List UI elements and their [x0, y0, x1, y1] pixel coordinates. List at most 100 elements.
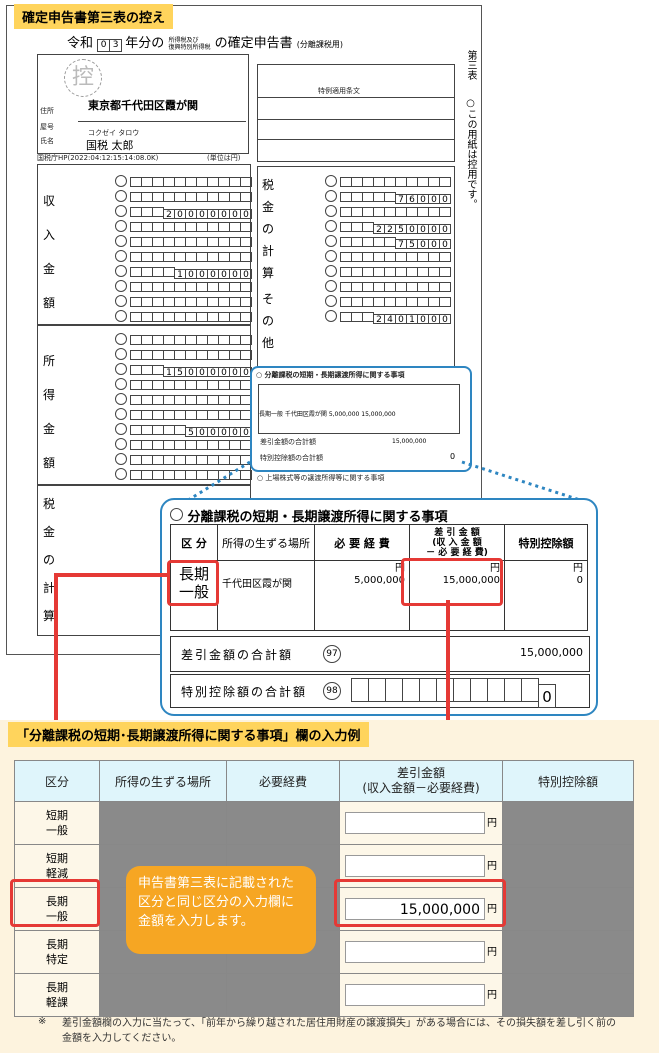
- digit-cell: [439, 297, 451, 307]
- arrow-left-vertical: [54, 573, 58, 863]
- table-row: 短期 一般 円: [14, 801, 634, 845]
- form-title-small-2: 復興特別所得税: [168, 43, 211, 51]
- name-kana: コクゼイ タロウ: [88, 129, 140, 137]
- zoom-col-diff-main: 差 引 金 額: [434, 527, 480, 538]
- form-side-note: ○この用紙は控用です。: [465, 98, 476, 209]
- digit-row: [115, 172, 252, 187]
- digit-row: [325, 277, 451, 292]
- diff-input[interactable]: [345, 941, 485, 963]
- diff-input[interactable]: [345, 984, 485, 1006]
- zoom-yen-3: 円: [573, 563, 583, 574]
- red-highlight-row-input: [334, 879, 506, 927]
- digit-row: [325, 247, 451, 262]
- red-highlight-row-kubun: [10, 879, 100, 927]
- year-digit-2: 3: [109, 39, 123, 52]
- row-number-icon: [115, 220, 127, 232]
- address-value: 東京都千代田区霞が関: [88, 99, 198, 112]
- row-number-icon: [115, 438, 127, 450]
- row-number-icon: [115, 423, 127, 435]
- tokurei-box: 特例適用条文: [257, 64, 455, 162]
- digit-cell: [240, 297, 252, 307]
- digit-row: [115, 435, 252, 450]
- zoom-col-place: 所得の生ずる場所: [217, 524, 315, 561]
- row-number-icon: [325, 250, 337, 262]
- bottom-title: 「分離課税の短期･長期譲渡所得に関する事項」欄の入力例: [8, 722, 369, 747]
- row-number-icon: [115, 175, 127, 187]
- shunyu-block: [37, 164, 251, 326]
- row-number-icon: [325, 280, 337, 292]
- zoom-yen-1: 円: [395, 563, 405, 574]
- row-number-icon: [115, 265, 127, 277]
- stock-header: ○ 上場株式等の譲渡所得等に関する事項: [257, 474, 385, 482]
- form-title-suffix: 年分の: [125, 36, 165, 51]
- digit-cell: [240, 177, 252, 187]
- digit-cell: [439, 177, 451, 187]
- zoom-title-text: 分離課税の短期・長期譲渡所得に関する事項: [187, 510, 448, 525]
- zoom-connector-lines: [171, 460, 581, 512]
- digit-cell: [240, 237, 252, 247]
- hikae-stamp: 控: [64, 59, 102, 97]
- small-deduct-label: 特別控除額の合計額: [260, 454, 323, 462]
- digit-row: [115, 277, 252, 292]
- yen-unit: 円: [487, 990, 497, 1001]
- zoom-row-expense-cell: 円 5,000,000: [314, 560, 410, 631]
- row-kubun: 長期 軽課: [14, 973, 100, 1017]
- zoom-callout: 分離課税の短期・長期譲渡所得に関する事項 区 分 所得の生ずる場所 必 要 経 …: [160, 498, 598, 716]
- digit-row: [325, 202, 451, 217]
- digit-cell: [240, 252, 252, 262]
- row-number-icon: [115, 295, 127, 307]
- zoom-deduct-label: 特別控除額の合計額: [181, 685, 308, 699]
- digit-row: [115, 232, 252, 247]
- small-zero: 0: [450, 452, 456, 461]
- input-example-table: 区分 所得の生ずる場所 必要経費 差引金額 (収入金額－必要経費) 特別控除額 …: [14, 760, 634, 1017]
- label-shimei: 氏名: [40, 137, 54, 145]
- digit-cell: 0: [439, 224, 451, 235]
- small-sum-value: 15,000,000: [392, 438, 427, 445]
- table-row: 長期 特定 円: [14, 930, 634, 974]
- small-jiko-title: ○ 分離課税の短期・長期譲渡所得に関する事項: [256, 371, 405, 379]
- digit-row: [115, 187, 252, 202]
- row-kubun: 長期 特定: [14, 930, 100, 974]
- row-number-icon: [115, 250, 127, 262]
- row-number-icon: [115, 363, 127, 375]
- diff-input[interactable]: [345, 812, 485, 834]
- digit-cell: 0: [240, 269, 252, 280]
- zoom-row-special-cell: 円 0: [504, 560, 588, 631]
- row-number-icon: [115, 205, 127, 217]
- digit-row: [115, 390, 252, 405]
- small-jiko-table: 長期一般 千代田区霞が関 5,000,000 15,000,000: [258, 384, 460, 434]
- form-title-small-1: 所得税及び: [168, 36, 199, 44]
- table-row: 長期 軽課 円: [14, 973, 634, 1017]
- digit-cell: [240, 335, 252, 345]
- digit-row: [115, 330, 252, 345]
- red-highlight-kubun: [167, 560, 219, 606]
- section-zeikin: 税金の計算: [43, 497, 56, 623]
- digit-row: [325, 262, 451, 277]
- digit-row: [115, 465, 252, 480]
- diff-input[interactable]: 15,000,000: [345, 898, 485, 920]
- tokurei-header: 特例適用条文: [318, 87, 360, 95]
- arrow-left-horizontal: [54, 573, 168, 577]
- digit-cell: [439, 267, 451, 277]
- row-number-icon: [115, 393, 127, 405]
- diff-input[interactable]: [345, 855, 485, 877]
- row-number-icon: [325, 175, 337, 187]
- zoom-sum-row: 差引金額の合計額 97 15,000,000: [170, 636, 590, 672]
- zoom-col-diff-sub2: － 必 要 経 費): [426, 547, 488, 558]
- digit-row: [115, 345, 252, 360]
- digit-row: [325, 172, 451, 187]
- row-number-icon: [325, 295, 337, 307]
- name-value: 国税 太郎: [86, 139, 134, 152]
- row-number-icon: [115, 378, 127, 390]
- digit-cell: [240, 470, 252, 480]
- row-number-icon: [115, 310, 127, 322]
- form-title-era: 令和: [67, 36, 94, 51]
